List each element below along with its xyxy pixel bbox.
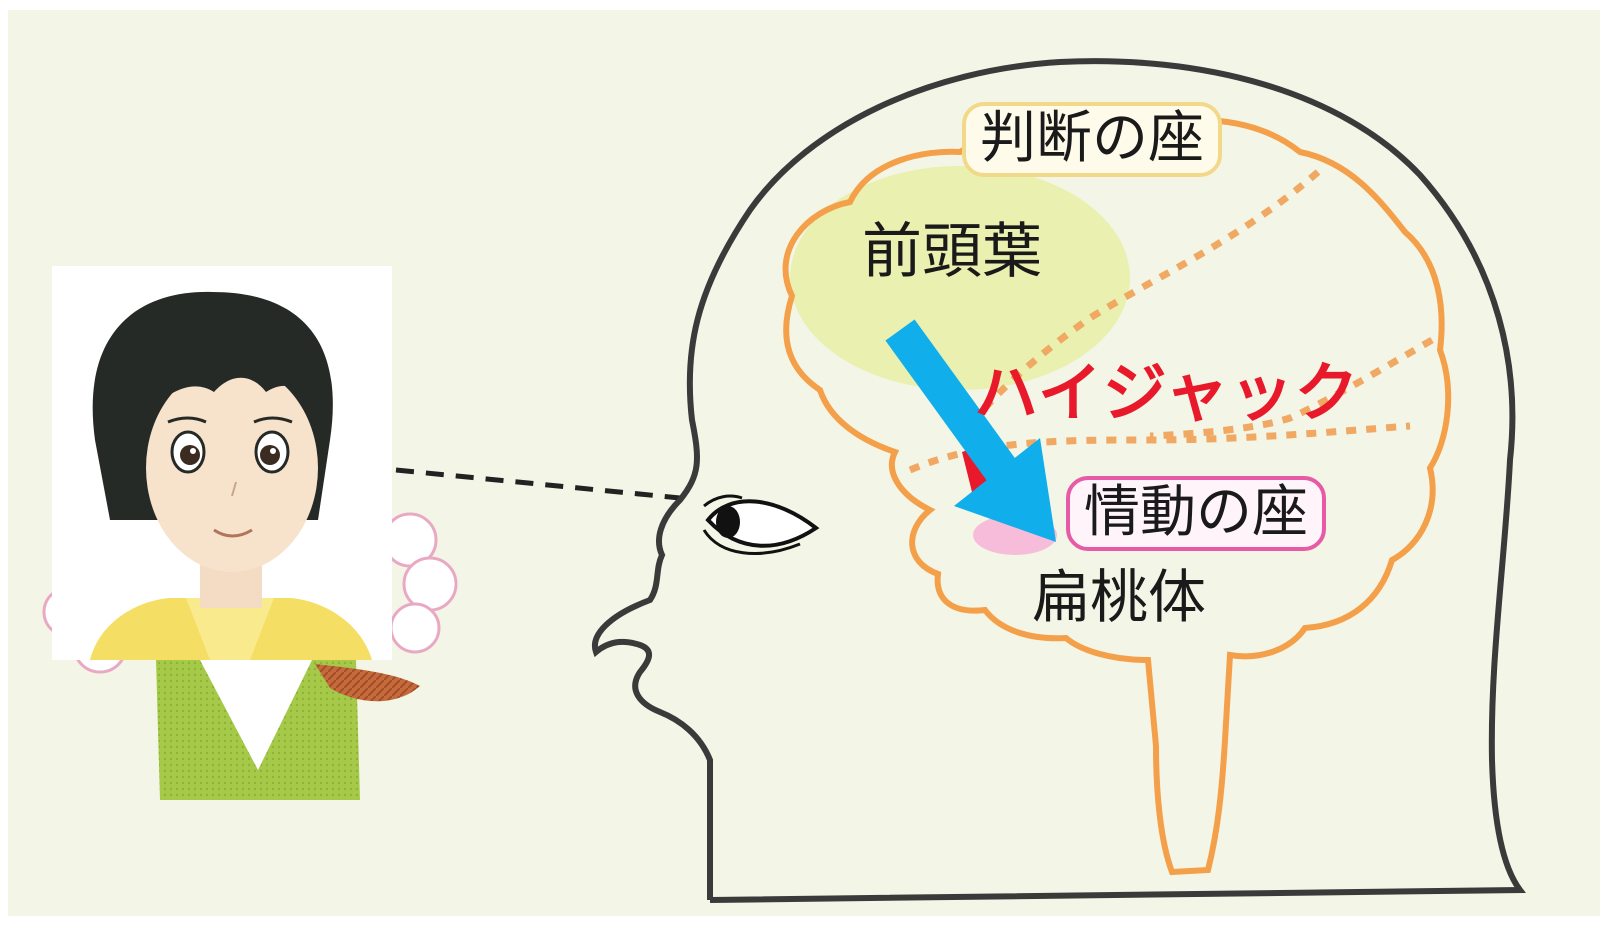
judgment-seat-label: 判断の座 — [962, 102, 1222, 177]
amygdala-label: 扁桃体 — [1032, 563, 1207, 631]
eye-icon — [702, 494, 820, 555]
frontal-lobe-label: 前頭葉 — [862, 217, 1042, 287]
hijack-arrow — [885, 319, 1056, 542]
emotion-seat-label: 情動の座 — [1066, 476, 1326, 551]
hijack-label: ハイジャック — [974, 357, 1360, 431]
frontal-lobe-region — [790, 166, 1130, 390]
brain-lobe-divisions — [908, 169, 1434, 474]
sight-line — [395, 467, 681, 501]
person-torso — [156, 660, 420, 800]
person-portrait — [52, 266, 392, 660]
head-outline — [591, 58, 1526, 903]
